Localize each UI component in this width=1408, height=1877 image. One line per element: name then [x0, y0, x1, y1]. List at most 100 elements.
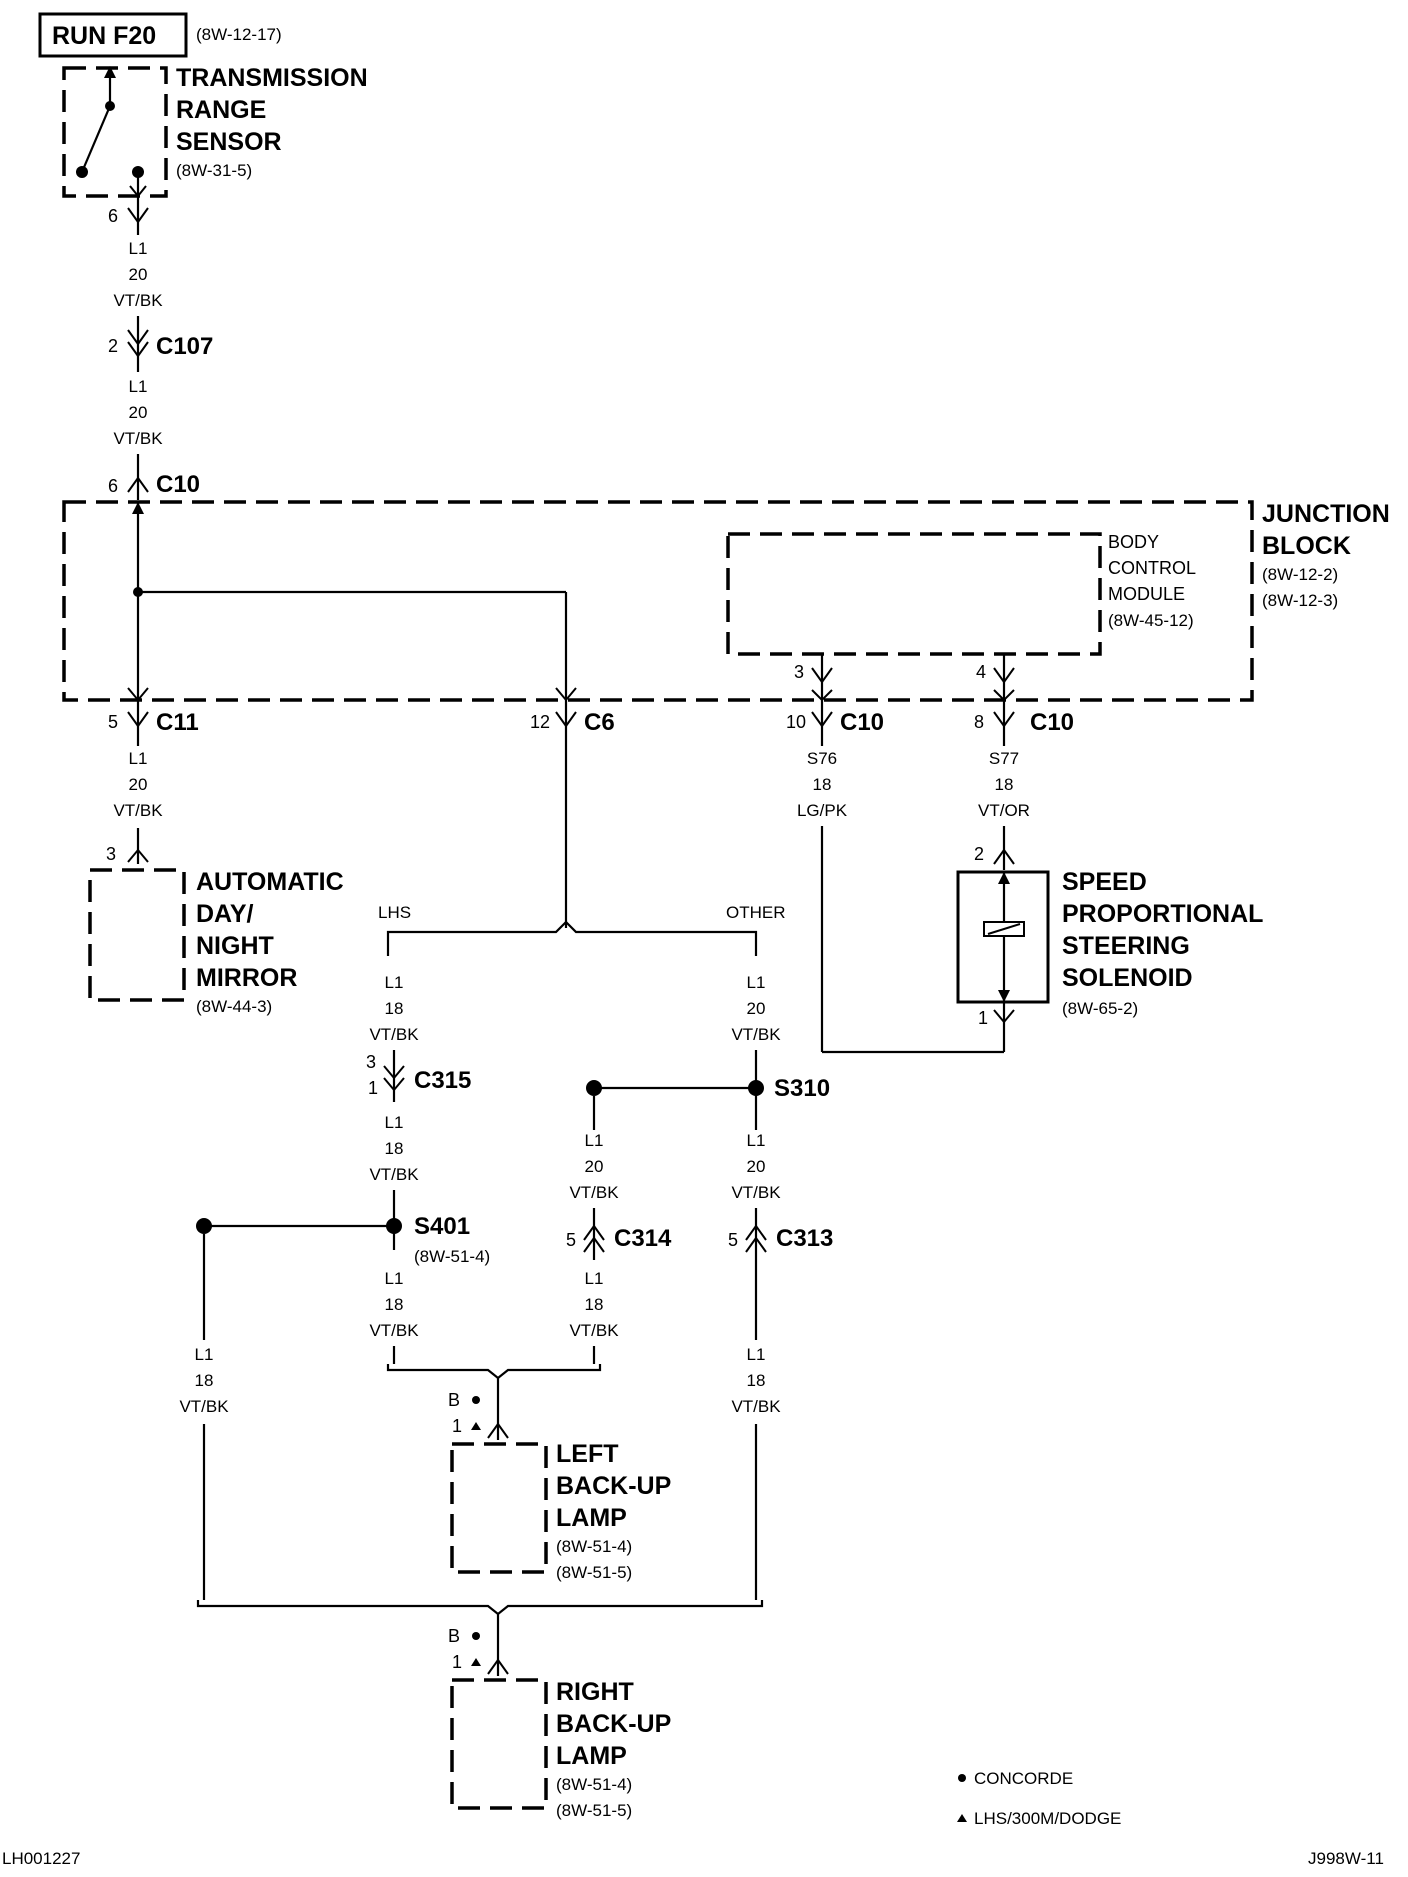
left-lamp-line-1: LEFT — [556, 1440, 619, 1468]
svg-text:1: 1 — [978, 1008, 988, 1028]
trs-ref: (8W-31-5) — [176, 161, 252, 180]
wire-label-lhs-3: L1 18 VT/BK — [369, 1269, 419, 1340]
fuse-ref: (8W-12-17) — [196, 25, 282, 44]
split-other-label: OTHER — [726, 903, 786, 922]
svg-text:B: B — [448, 1626, 460, 1646]
legend: CONCORDE LHS/300M/DODGE — [957, 1769, 1121, 1828]
svg-text:18: 18 — [385, 1295, 404, 1314]
svg-text:C313: C313 — [776, 1225, 833, 1252]
svg-text:C314: C314 — [614, 1225, 672, 1252]
svg-text:C10: C10 — [156, 471, 200, 498]
solenoid-pin-2: 2 — [974, 844, 1015, 865]
svg-text:C10: C10 — [840, 709, 884, 736]
svg-text:18: 18 — [195, 1371, 214, 1390]
solenoid-line-2: PROPORTIONAL — [1062, 900, 1263, 928]
solenoid-line-1: SPEED — [1062, 868, 1147, 896]
svg-text:C315: C315 — [414, 1067, 471, 1094]
svg-text:VT/BK: VT/BK — [731, 1183, 781, 1202]
wire-label-mid-2: L1 18 VT/BK — [569, 1269, 619, 1340]
svg-text:20: 20 — [129, 265, 148, 284]
split-lhs-label: LHS — [378, 903, 411, 922]
legend-dot-label: CONCORDE — [974, 1769, 1073, 1788]
svg-text:L1: L1 — [585, 1269, 604, 1288]
wire-label-b: L1 20 VT/BK — [113, 377, 163, 448]
svg-text:C6: C6 — [584, 709, 615, 736]
svg-text:L1: L1 — [385, 1269, 404, 1288]
connector-c315: 3 1 C315 — [366, 1052, 471, 1098]
jb-ref-1: (8W-12-2) — [1262, 565, 1338, 584]
svg-text:VT/BK: VT/BK — [113, 429, 163, 448]
solenoid-ref: (8W-65-2) — [1062, 999, 1138, 1018]
svg-text:1: 1 — [368, 1078, 378, 1098]
bcm-pin-4: 4 — [976, 662, 1015, 684]
trs-line-1: TRANSMISSION — [176, 64, 368, 92]
splice-s310: S310 — [586, 1075, 830, 1102]
connector-c11: 5 C11 — [108, 709, 199, 736]
wire-label-far-right: L1 18 VT/BK — [731, 1345, 781, 1416]
svg-text:B: B — [448, 1390, 460, 1410]
svg-text:VT/BK: VT/BK — [369, 1321, 419, 1340]
svg-text:5: 5 — [566, 1230, 576, 1250]
svg-text:VT/BK: VT/BK — [369, 1025, 419, 1044]
trs-line-3: SENSOR — [176, 128, 282, 156]
connector-c313: 5 C313 — [728, 1224, 833, 1253]
svg-text:S77: S77 — [989, 749, 1019, 768]
left-lamp-line-2: BACK-UP — [556, 1472, 671, 1500]
svg-text:LG/PK: LG/PK — [797, 801, 848, 820]
mirror-line-3: NIGHT — [196, 932, 274, 960]
svg-text:20: 20 — [747, 1157, 766, 1176]
svg-text:6: 6 — [108, 476, 118, 496]
connector-c10-b: 8 C10 — [974, 709, 1074, 736]
bcm-line-3: MODULE — [1108, 584, 1185, 604]
left-lamp-pins: B 1 — [448, 1390, 509, 1439]
solenoid-pin-1: 1 — [978, 1008, 1015, 1028]
svg-text:1: 1 — [452, 1652, 462, 1672]
svg-text:3: 3 — [794, 662, 804, 682]
wire-label-mirror: L1 20 VT/BK — [113, 749, 163, 820]
svg-text:VT/OR: VT/OR — [978, 801, 1030, 820]
svg-text:20: 20 — [129, 403, 148, 422]
wire-label-other-2: L1 20 VT/BK — [731, 1131, 781, 1202]
footer-right-code: J998W-11 — [1308, 1849, 1384, 1868]
svg-text:5: 5 — [108, 712, 118, 732]
mirror-line-1: AUTOMATIC — [196, 868, 344, 896]
svg-text:VT/BK: VT/BK — [179, 1397, 229, 1416]
left-lamp-ref-1: (8W-51-4) — [556, 1537, 632, 1556]
svg-text:18: 18 — [747, 1371, 766, 1390]
svg-text:10: 10 — [786, 712, 806, 732]
svg-text:VT/BK: VT/BK — [369, 1165, 419, 1184]
svg-text:L1: L1 — [129, 749, 148, 768]
right-lamp-ref-2: (8W-51-5) — [556, 1801, 632, 1820]
wire-label-far-left: L1 18 VT/BK — [179, 1345, 229, 1416]
connector-c10-a: 10 C10 — [786, 709, 884, 736]
dot-icon — [958, 1774, 966, 1782]
svg-text:VT/BK: VT/BK — [569, 1321, 619, 1340]
wire-label-s77: S77 18 VT/OR — [978, 749, 1030, 820]
left-back-up-lamp: LEFT BACK-UP LAMP (8W-51-4) (8W-51-5) — [450, 1440, 671, 1582]
fuse-run-f20: RUN F20 (8W-12-17) — [38, 12, 282, 58]
trs-line-2: RANGE — [176, 96, 266, 124]
svg-text:18: 18 — [585, 1295, 604, 1314]
svg-text:VT/BK: VT/BK — [731, 1397, 781, 1416]
mirror-line-4: MIRROR — [196, 964, 297, 992]
svg-text:2: 2 — [108, 336, 118, 356]
fuse-label: RUN F20 — [52, 22, 156, 50]
svg-text:18: 18 — [385, 1139, 404, 1158]
connector-c314: 5 C314 — [566, 1224, 672, 1253]
right-lamp-line-3: LAMP — [556, 1742, 627, 1770]
svg-text:8: 8 — [974, 712, 984, 732]
junction-block: JUNCTION BLOCK (8W-12-2) (8W-12-3) — [62, 500, 1390, 702]
svg-text:20: 20 — [585, 1157, 604, 1176]
wire-label-s76: S76 18 LG/PK — [797, 749, 848, 820]
svg-text:S310: S310 — [774, 1075, 830, 1102]
right-lamp-ref-1: (8W-51-4) — [556, 1775, 632, 1794]
svg-text:18: 18 — [995, 775, 1014, 794]
svg-text:3: 3 — [366, 1052, 376, 1072]
bcm-line-2: CONTROL — [1108, 558, 1196, 578]
svg-text:L1: L1 — [747, 1131, 766, 1150]
automatic-day-night-mirror: AUTOMATIC DAY/ NIGHT MIRROR (8W-44-3) — [88, 868, 344, 1016]
left-lamp-line-3: LAMP — [556, 1504, 627, 1532]
svg-text:(8W-51-4): (8W-51-4) — [414, 1247, 490, 1266]
jb-line-1: JUNCTION — [1262, 500, 1390, 528]
